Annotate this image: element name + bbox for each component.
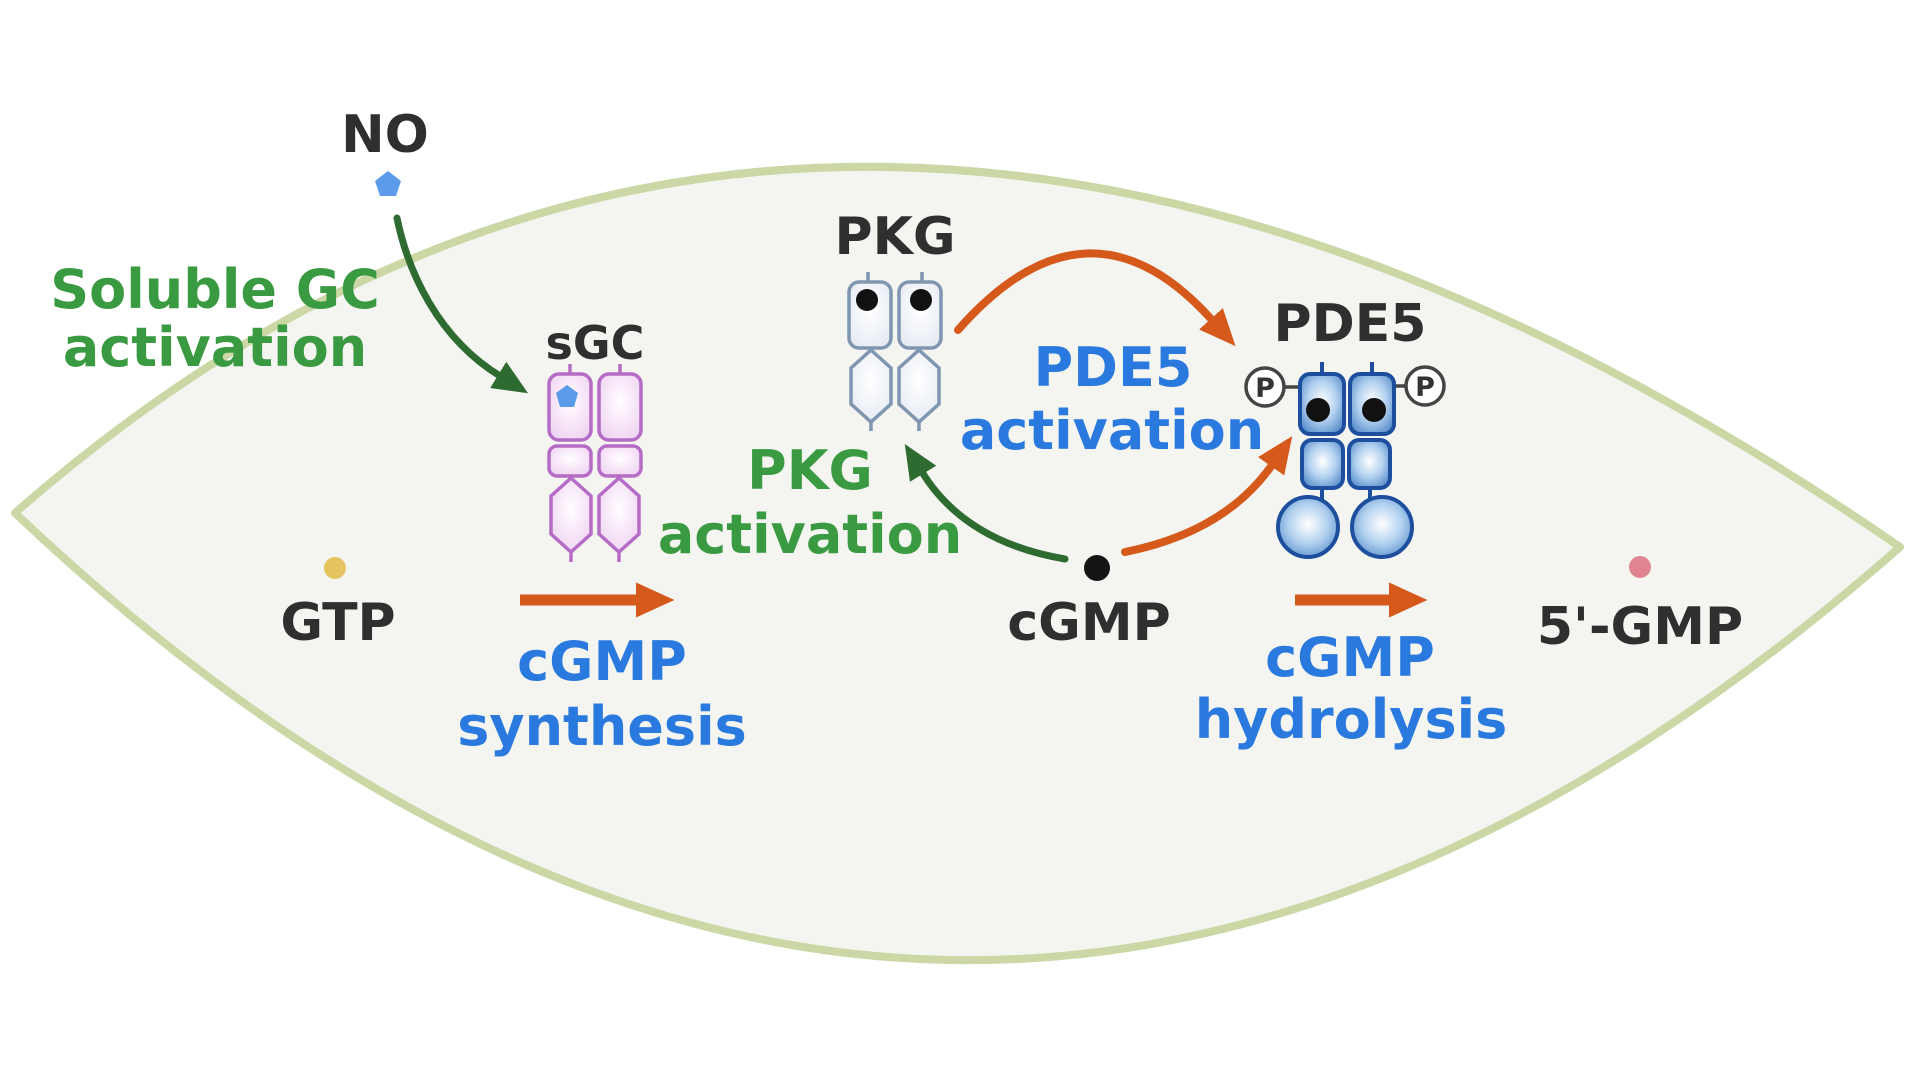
cgmp-to-pde5-arrow <box>1121 436 1293 556</box>
five-prime-gmp-label: 5'-GMP <box>1537 597 1743 657</box>
sgc-protein <box>547 364 643 562</box>
pde5-cgmp-site-dot <box>1306 398 1330 422</box>
gtp-label: GTP <box>280 593 395 653</box>
phospho-letter: P <box>1255 373 1275 404</box>
pkg-activation-label: PKG activation <box>658 439 962 566</box>
pde5-cgmp-site-dot <box>1362 398 1386 422</box>
pde5-activation-line2: activation <box>960 399 1264 462</box>
cgmp-synthesis-label: cGMP synthesis <box>457 630 746 758</box>
pkg-cgmp-site-dot <box>910 289 932 311</box>
cgmp-label: cGMP <box>1007 593 1170 653</box>
pkg-activation-line2: activation <box>658 503 962 566</box>
pkg-protein <box>847 272 943 431</box>
cgmp-hydrolysis-line1: cGMP <box>1265 626 1435 689</box>
cgmp-molecule-icon <box>1084 555 1110 581</box>
pkg-to-pde5-arrow <box>954 249 1236 347</box>
soluble-gc-activation-label: Soluble GC activation <box>50 258 379 379</box>
pde5-protein <box>1276 362 1414 559</box>
pkg-cgmp-site-dot <box>856 289 878 311</box>
pde5-activation-label: PDE5 activation <box>960 336 1264 462</box>
soluble-gc-activation-line1: Soluble GC <box>50 258 379 321</box>
phospho-circle-icon <box>1404 365 1446 407</box>
pde5-phospho-left: P <box>1244 366 1302 408</box>
cgmp-hydrolysis-label: cGMP hydrolysis <box>1195 626 1508 751</box>
cgmp-hydrolysis-line2: hydrolysis <box>1195 688 1508 751</box>
no-to-sgc-arrow <box>393 214 529 394</box>
five-prime-gmp-molecule-icon <box>1629 556 1651 578</box>
cgmp-to-pkg-arrow <box>904 443 1069 563</box>
pde5-phospho-right: P <box>1392 365 1446 407</box>
sgc-bound-no-pentagon-icon <box>556 385 578 407</box>
no-pentagon-icon <box>375 171 401 196</box>
gtp-molecule-icon <box>324 557 346 579</box>
pde5-activation-line1: PDE5 <box>1034 336 1193 399</box>
sgc-label: sGC <box>546 316 645 370</box>
soluble-gc-activation-line2: activation <box>63 316 367 379</box>
pde5-label: PDE5 <box>1274 294 1427 354</box>
pkg-label: PKG <box>834 207 955 267</box>
cgmp-synthesis-line1: cGMP <box>517 630 687 693</box>
cgmp-synthesis-line2: synthesis <box>457 695 746 758</box>
phospho-circle-icon <box>1244 366 1286 408</box>
phospho-letter: P <box>1415 372 1435 403</box>
pkg-activation-line1: PKG <box>747 439 873 502</box>
no-label: NO <box>341 105 429 165</box>
